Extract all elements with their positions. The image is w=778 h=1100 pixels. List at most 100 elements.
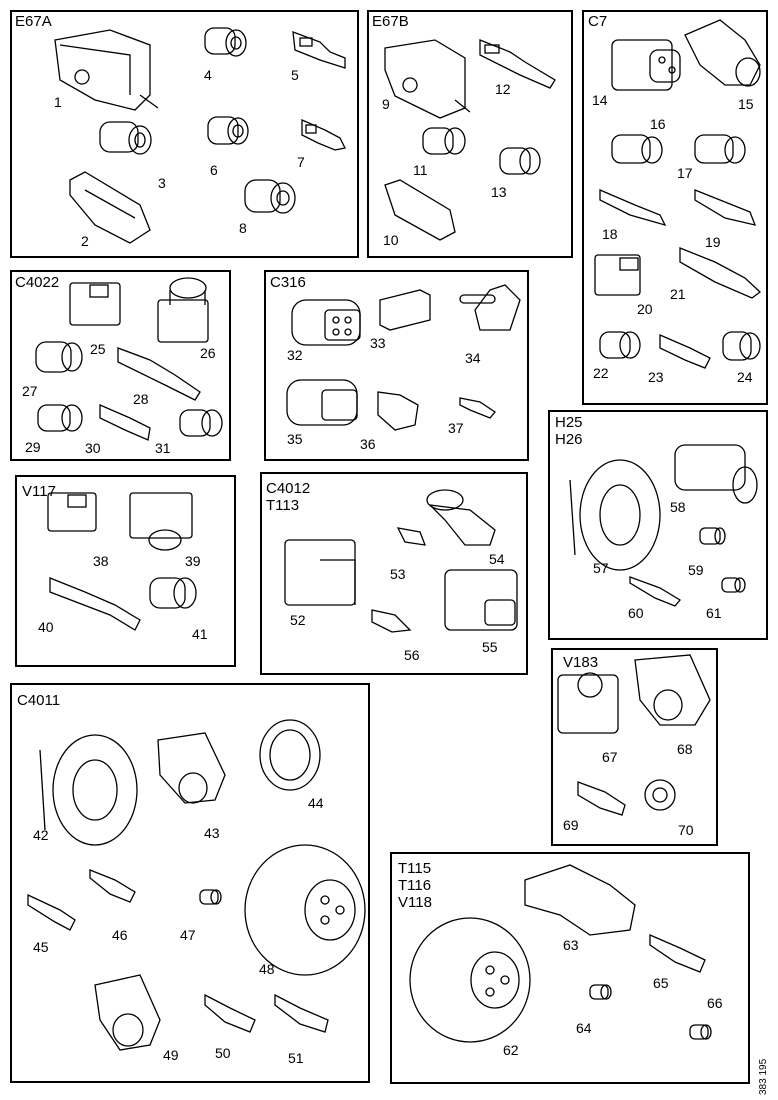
part-number-56: 56 bbox=[404, 647, 420, 663]
group-title-t115-t116-v118: T115 T116 V118 bbox=[398, 860, 432, 911]
part-number-40: 40 bbox=[38, 619, 54, 635]
group-title-c4022: C4022 bbox=[15, 274, 60, 291]
wedge-53-icon bbox=[396, 527, 427, 546]
part-number-65: 65 bbox=[653, 975, 669, 991]
terminal-12-icon bbox=[479, 39, 556, 89]
cover-63-icon bbox=[524, 864, 636, 936]
terminal-18-icon bbox=[599, 189, 667, 227]
terminal-40-icon bbox=[49, 577, 141, 631]
group-e67a bbox=[10, 10, 359, 258]
part-number-28: 28 bbox=[133, 391, 149, 407]
connector-62-icon bbox=[409, 917, 531, 1043]
part-number-62: 62 bbox=[503, 1042, 519, 1058]
group-c4022 bbox=[10, 270, 231, 461]
document-id: 383 195 bbox=[758, 1058, 769, 1095]
terminal-46-icon bbox=[89, 869, 136, 903]
terminal-45-icon bbox=[27, 893, 76, 931]
cap-34-icon bbox=[459, 284, 521, 331]
part-number-20: 20 bbox=[637, 301, 653, 317]
part-number-66: 66 bbox=[707, 995, 723, 1011]
part-number-18: 18 bbox=[602, 226, 618, 242]
connector-housing-9-icon bbox=[384, 39, 471, 119]
seal-16-icon bbox=[611, 134, 663, 164]
group-title-e67b: E67B bbox=[372, 13, 409, 30]
seal-31-icon bbox=[179, 409, 223, 437]
part-number-41: 41 bbox=[192, 626, 208, 642]
terminal-28-icon bbox=[117, 347, 201, 401]
connector-26-icon bbox=[157, 277, 209, 343]
seal-61-icon bbox=[721, 577, 746, 593]
part-number-12: 12 bbox=[495, 81, 511, 97]
part-number-35: 35 bbox=[287, 431, 303, 447]
part-number-64: 64 bbox=[576, 1020, 592, 1036]
part-number-37: 37 bbox=[448, 420, 464, 436]
terminal-21-icon bbox=[679, 247, 762, 299]
seal-11-icon bbox=[422, 127, 466, 155]
connector-25-icon bbox=[69, 282, 121, 326]
part-number-14: 14 bbox=[592, 92, 608, 108]
group-title-e67a: E67A bbox=[15, 13, 52, 30]
connector-55-icon bbox=[444, 569, 518, 631]
connector-38-icon bbox=[47, 492, 97, 532]
part-number-51: 51 bbox=[288, 1050, 304, 1066]
part-number-23: 23 bbox=[648, 369, 664, 385]
connector-35-icon bbox=[286, 379, 358, 426]
part-number-68: 68 bbox=[677, 741, 693, 757]
group-e67b bbox=[367, 10, 573, 258]
part-number-39: 39 bbox=[185, 553, 201, 569]
part-number-27: 27 bbox=[22, 383, 38, 399]
connector-33-icon bbox=[379, 289, 431, 331]
group-title-c7: C7 bbox=[588, 13, 608, 30]
part-number-47: 47 bbox=[180, 927, 196, 943]
seal-29-icon bbox=[37, 404, 83, 432]
part-number-70: 70 bbox=[678, 822, 694, 838]
connector-14-icon bbox=[611, 39, 681, 91]
seal-4-icon bbox=[204, 27, 247, 57]
part-number-25: 25 bbox=[90, 341, 106, 357]
part-number-30: 30 bbox=[85, 440, 101, 456]
part-number-50: 50 bbox=[215, 1045, 231, 1061]
part-number-34: 34 bbox=[465, 350, 481, 366]
terminal-5-icon bbox=[292, 31, 346, 69]
group-title-c316: C316 bbox=[270, 274, 306, 291]
group-c4012-t113 bbox=[260, 472, 528, 675]
connector-48-icon bbox=[244, 844, 366, 976]
seal-13-icon bbox=[499, 147, 541, 175]
part-number-59: 59 bbox=[688, 562, 704, 578]
part-number-21: 21 bbox=[670, 286, 686, 302]
part-number-10: 10 bbox=[383, 232, 399, 248]
part-number-67: 67 bbox=[602, 749, 618, 765]
terminal-37-icon bbox=[459, 397, 496, 419]
cover-49-icon bbox=[94, 974, 161, 1051]
part-number-9: 9 bbox=[382, 96, 390, 112]
part-number-6: 6 bbox=[210, 162, 218, 178]
part-number-63: 63 bbox=[563, 937, 579, 953]
cap-54-icon bbox=[426, 489, 496, 546]
part-number-57: 57 bbox=[593, 560, 609, 576]
terminal-23-icon bbox=[659, 334, 711, 369]
seal-24-icon bbox=[722, 331, 761, 361]
seal-66-icon bbox=[689, 1024, 712, 1040]
seal-70-icon bbox=[644, 779, 676, 811]
part-number-53: 53 bbox=[390, 566, 406, 582]
part-number-32: 32 bbox=[287, 347, 303, 363]
part-number-3: 3 bbox=[158, 175, 166, 191]
group-title-h25-h26: H25 H26 bbox=[555, 414, 583, 448]
part-number-1: 1 bbox=[54, 94, 62, 110]
part-number-26: 26 bbox=[200, 345, 216, 361]
cover-15-icon bbox=[684, 19, 761, 87]
connector-housing-1-icon bbox=[54, 29, 159, 111]
connector-39-icon bbox=[129, 492, 193, 551]
part-number-49: 49 bbox=[163, 1047, 179, 1063]
terminal-51-icon bbox=[274, 993, 329, 1033]
terminal-65-icon bbox=[649, 934, 706, 973]
part-number-8: 8 bbox=[239, 220, 247, 236]
part-number-29: 29 bbox=[25, 439, 41, 455]
part-number-7: 7 bbox=[297, 154, 305, 170]
seal-22-icon bbox=[599, 331, 641, 359]
seal-8-icon bbox=[244, 179, 296, 214]
group-title-c4011: C4011 bbox=[17, 692, 61, 709]
cover-2-icon bbox=[69, 171, 151, 244]
